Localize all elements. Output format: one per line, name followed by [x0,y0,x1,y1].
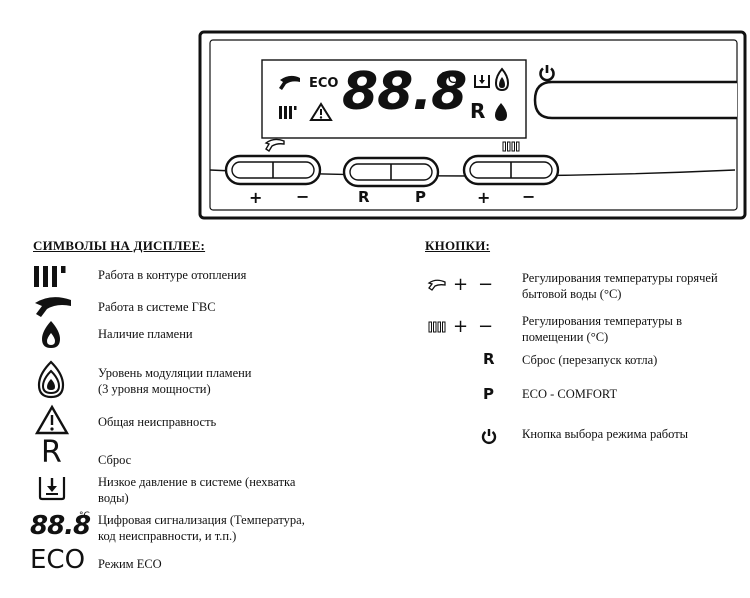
dhw-minus-icon: − [478,274,494,295]
reset-button-label: R [358,188,370,206]
flame-icon [495,103,507,121]
dhw-plus-label: + [249,188,263,207]
tap-icon [279,75,300,90]
p-button-label: P [415,188,426,206]
button-text-heating: Регулирования температуры в помещении (°… [522,314,682,344]
power-button-shape [533,80,737,120]
symbols-section-title: СИМВОЛЫ НА ДИСПЛЕЕ: [33,238,206,253]
tap-icon [427,279,446,291]
symbol-text-heating: Работа в контуре отопления [98,268,247,282]
heating-rocker-button[interactable] [462,150,562,190]
radiator-icon-small [502,141,520,152]
button-text-eco-comfort: ECO - COMFORT [522,387,618,401]
warning-icon [34,404,70,435]
buttons-section-title: КНОПКИ: [425,238,491,253]
heating-plus-icon: + [453,316,469,337]
heating-plus-label: + [477,188,491,207]
button-text-reset: Сброс (перезапуск котла) [522,353,658,367]
panel-outer-frame [198,30,747,220]
flame-icon [42,321,60,348]
digital-display-unit: °C [79,511,90,521]
symbol-text-dhw: Работа в системе ГВС [98,300,216,314]
eco-icon: ECO [30,545,86,575]
digital-display-icon: 88.8 [30,511,91,541]
heating-minus-icon: − [478,316,494,337]
tap-icon-small [264,138,285,152]
flame-levels-icon [494,67,510,92]
radiator-icon [34,266,66,287]
dhw-rocker-button[interactable] [224,150,324,190]
low-pressure-icon [474,75,490,88]
tap-icon [35,297,71,317]
heating-minus-label: − [522,187,536,206]
power-button[interactable] [538,64,556,82]
flame-levels-icon [37,360,65,399]
control-panel: ECO 88.8 °C R [0,0,750,230]
low-pressure-icon [38,477,66,501]
panel-inner-frame [209,39,738,211]
warning-icon [309,102,333,121]
reset-icon: R [483,350,495,368]
p-icon: P [483,385,494,403]
reset-p-rocker-button[interactable] [342,152,442,192]
dhw-minus-label: − [296,187,310,206]
reset-icon: R [41,435,62,470]
symbol-text-warning: Общая неисправность [98,415,217,429]
symbol-text-low-pressure: Низкое давление в системе (нехватка воды… [98,475,296,505]
button-text-dhw: Регулирования температуры горячей бытово… [522,271,718,301]
power-icon [481,429,497,444]
symbol-text-reset: Сброс [98,453,132,467]
lcd-digits: 88.8 [342,62,467,122]
lcd-reset-letter: R [470,99,486,123]
dhw-plus-icon: + [453,274,469,295]
symbol-text-digital: Цифровая сигнализация (Температура, код … [98,513,305,543]
button-text-power: Кнопка выбора режима работы [522,427,689,441]
radiator-icon [428,321,446,333]
symbol-text-flame: Наличие пламени [98,327,193,341]
lcd-unit: °C [440,69,458,87]
lcd-frame [261,59,527,139]
lcd-eco-label: ECO [309,76,339,91]
symbol-text-eco: Режим ECO [98,557,162,571]
symbol-text-flame-levels: Уровень модуляции пламени (3 уровня мощн… [98,366,252,396]
radiator-icon [279,106,297,119]
